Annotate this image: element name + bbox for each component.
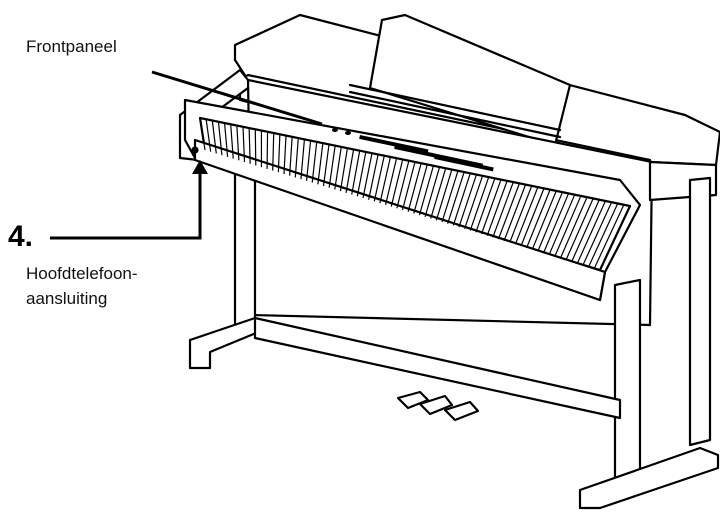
key-line (362, 153, 373, 199)
key-line (223, 122, 229, 157)
key-line (503, 184, 527, 242)
key-line (248, 128, 251, 164)
key-line (559, 196, 588, 259)
key-line (486, 180, 508, 236)
key-line (480, 179, 502, 235)
key-line (345, 149, 355, 193)
key-line (199, 117, 206, 151)
key-line (458, 174, 477, 228)
key-line (441, 170, 459, 223)
key-line (554, 195, 582, 257)
key-hatching (199, 117, 631, 271)
key-line (526, 189, 551, 248)
key-line (469, 176, 490, 231)
key-line (272, 133, 275, 171)
key-line (236, 125, 240, 161)
key-line (205, 119, 212, 152)
front-panel-callout-line (151, 70, 323, 126)
key-line (356, 151, 367, 197)
key-line (576, 200, 606, 264)
right-leg-front (613, 278, 642, 492)
key-line (401, 161, 416, 211)
headphone-callout-line (50, 172, 202, 240)
key-line (447, 171, 465, 224)
key-line (289, 136, 293, 176)
key-line (588, 203, 619, 267)
key-line (509, 185, 533, 243)
right-foot (578, 446, 720, 510)
key-line (548, 194, 576, 255)
key-line (571, 199, 600, 262)
key-line (230, 124, 234, 159)
key-line (464, 175, 484, 230)
headphone-callout-arrow (192, 160, 208, 174)
key-line (475, 178, 496, 233)
key-line (396, 160, 410, 209)
music-stand-ledge (348, 83, 562, 132)
key-line (311, 141, 318, 183)
key-line (514, 186, 539, 245)
headphone-label-line1: Hoofdtelefoon- (26, 264, 138, 283)
key-line (543, 193, 570, 254)
key-line (266, 131, 269, 169)
key-line (217, 121, 223, 156)
key-line (537, 191, 563, 252)
key-line (283, 135, 287, 175)
key-line (211, 120, 217, 154)
key-line (593, 204, 625, 269)
key-line (390, 159, 404, 207)
key-line (368, 154, 379, 200)
key-line (379, 156, 392, 204)
key-line (413, 164, 428, 214)
key-line (254, 129, 257, 166)
headphone-jack (191, 146, 199, 154)
music-stand (368, 13, 572, 147)
key-line (300, 139, 306, 180)
key-line (351, 150, 361, 195)
key-line (407, 163, 422, 212)
key-line (305, 140, 312, 181)
key-line (373, 155, 385, 202)
pedal-left (396, 390, 430, 410)
key-line (531, 190, 557, 250)
key-line (430, 168, 447, 219)
key-line (242, 126, 246, 163)
key-line (492, 181, 514, 238)
key-line (599, 205, 631, 271)
key-line (294, 138, 299, 178)
step-number: 4. (8, 220, 34, 253)
pedal-center (418, 394, 454, 416)
key-line (435, 169, 453, 221)
key-line (328, 145, 336, 188)
key-line (277, 134, 281, 173)
pedal-rail (253, 316, 622, 420)
key-line (582, 201, 613, 266)
left-leg (233, 163, 257, 332)
front-panel-label: Frontpaneel (26, 37, 117, 56)
pedal-right (443, 400, 480, 422)
key-line (334, 146, 342, 190)
front-panel-buttons (332, 128, 494, 172)
key-line (384, 158, 398, 205)
right-leg-back (688, 176, 712, 447)
key-line (452, 173, 471, 226)
key-line (339, 148, 349, 192)
key-line (565, 198, 594, 260)
key-line (322, 144, 330, 187)
key-line (520, 188, 545, 247)
headphone-label-line2: aansluiting (26, 289, 108, 308)
key-line (418, 165, 435, 216)
key-line (497, 183, 520, 240)
key-line (317, 143, 324, 185)
key-line (424, 166, 441, 218)
